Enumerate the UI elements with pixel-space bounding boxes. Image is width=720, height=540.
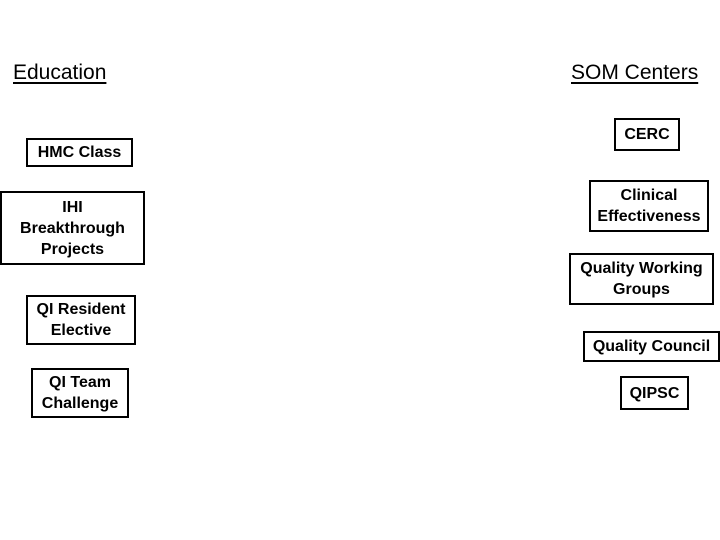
qipsc-box: QIPSC: [620, 376, 689, 410]
ihi-breakthrough-projects-box: IHI Breakthrough Projects: [0, 191, 145, 265]
cerc-box: CERC: [614, 118, 680, 151]
education-heading: Education: [13, 61, 107, 84]
som-centers-heading: SOM Centers: [571, 61, 699, 84]
qi-resident-elective-box: QI Resident Elective: [26, 295, 136, 345]
qi-team-challenge-box: QI Team Challenge: [31, 368, 129, 418]
clinical-effectiveness-box: Clinical Effectiveness: [589, 180, 709, 232]
quality-council-box: Quality Council: [583, 331, 720, 362]
quality-working-groups-box: Quality Working Groups: [569, 253, 714, 305]
hmc-class-box: HMC Class: [26, 138, 133, 167]
